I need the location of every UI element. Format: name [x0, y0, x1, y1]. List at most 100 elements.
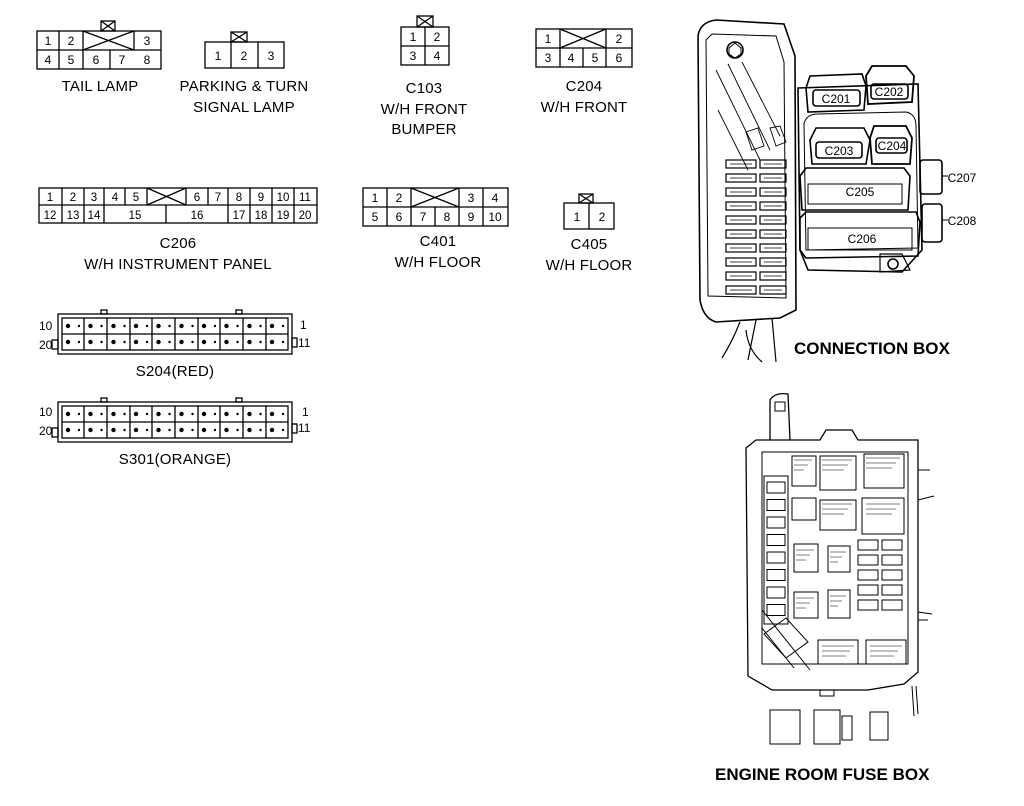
caption-line: C206	[159, 235, 197, 252]
pin-dot	[179, 339, 184, 345]
pin-label: 6	[194, 192, 200, 204]
mini-fuse	[766, 586, 786, 599]
pin-label: 8	[144, 53, 151, 67]
pin-label: 1	[372, 191, 379, 205]
c401-connector	[362, 187, 509, 227]
fuse-slot	[725, 201, 757, 211]
pin-label: 10	[39, 319, 53, 333]
fuse-slot	[759, 271, 787, 281]
mini-fuse	[857, 569, 879, 581]
pin-dot	[123, 428, 126, 432]
c103-connector	[400, 15, 450, 66]
s301-caption: S301(ORANGE)	[100, 450, 250, 471]
pin-label: 1	[302, 405, 309, 419]
pin-dot	[77, 412, 81, 416]
mini-fuse	[766, 534, 786, 546]
parking-turn-connector	[204, 31, 285, 69]
fuse-slot	[725, 257, 757, 267]
pin-label: 1	[47, 192, 53, 204]
pin-label: 8	[444, 210, 451, 224]
pin-dot	[65, 323, 71, 329]
pin-label: 10	[488, 210, 502, 224]
pin-dot	[201, 411, 207, 417]
caption-line: W/H FLOOR	[394, 253, 482, 271]
pin-label: 1	[300, 318, 307, 332]
pin-dot	[179, 323, 184, 329]
pin-dot	[133, 339, 139, 345]
mini-fuse	[766, 551, 786, 564]
pin-dot	[224, 427, 229, 433]
pin-dot	[100, 412, 103, 416]
fuse-slot	[725, 159, 757, 169]
s204-pin-dots	[65, 323, 285, 345]
mini-fuse	[857, 584, 879, 596]
pin-label: 1	[215, 49, 222, 63]
caption-line: SIGNAL LAMP	[193, 98, 295, 116]
pin-label: 5	[372, 210, 379, 224]
pin-dot	[213, 428, 217, 432]
pin-dot	[168, 340, 171, 344]
engine-room-fuse-box-title: ENGINE ROOM FUSE BOX	[715, 765, 930, 784]
pin-dot	[201, 323, 207, 329]
pin-dot	[224, 411, 229, 417]
pin-label: 10	[39, 405, 53, 419]
pin-label: 2	[599, 210, 606, 224]
pin-label: 5	[68, 53, 75, 67]
pin-label: 7	[215, 192, 221, 204]
connector-label-c208: C208	[948, 214, 977, 228]
pin-label: 4	[568, 51, 575, 65]
mini-fuse	[857, 554, 879, 566]
fuse-slot	[759, 173, 787, 183]
mini-fuse	[766, 499, 786, 511]
c206-caption: C206 W/H INSTRUMENT PANEL	[58, 234, 298, 275]
pin-dot	[201, 427, 207, 433]
pin-dot	[123, 340, 126, 344]
pin-dot	[111, 427, 116, 433]
pin-dot	[111, 411, 116, 417]
pin-label: 11	[299, 192, 311, 204]
fuse-slot	[759, 215, 787, 225]
caption-line: C405	[570, 236, 608, 253]
pin-dot	[224, 323, 229, 329]
pin-dot	[191, 412, 194, 416]
c405-connector	[563, 193, 615, 230]
mini-fuse	[881, 569, 903, 581]
pin-dot	[281, 412, 285, 416]
pin-dot	[259, 340, 262, 344]
pin-label: 7	[119, 53, 126, 67]
pin-dot	[247, 427, 252, 433]
caption-line: S301(ORANGE)	[118, 451, 232, 468]
pin-dot	[236, 340, 239, 344]
pin-dot	[259, 412, 262, 416]
fuse-slot	[725, 215, 757, 225]
pin-label: 2	[68, 34, 75, 48]
pin-dot	[247, 323, 252, 329]
pin-label: 4	[492, 191, 499, 205]
caption-line: BUMPER	[391, 121, 457, 139]
tail-lamp-caption: TAIL LAMP	[50, 77, 150, 98]
pin-dot	[247, 411, 252, 417]
locking-tab-icon	[578, 193, 594, 204]
pin-label: 4	[45, 53, 52, 67]
pin-label: 14	[88, 210, 101, 222]
pin-label: 3	[468, 191, 475, 205]
pin-label: 5	[133, 192, 139, 204]
pin-dot	[156, 411, 161, 417]
pin-label: 2	[434, 30, 441, 44]
caption-line: W/H FRONT	[380, 100, 468, 118]
pin-dot	[77, 428, 81, 432]
pin-dot	[156, 339, 161, 345]
pin-dot	[269, 339, 275, 345]
pin-label: 2	[396, 191, 403, 205]
s301-connector	[51, 397, 298, 443]
pin-dot	[100, 340, 103, 344]
pin-label: 3	[410, 49, 417, 63]
pin-label: 5	[592, 51, 599, 65]
pin-label: 11	[298, 421, 311, 435]
fuse-slots	[725, 159, 787, 295]
pin-dot	[281, 340, 285, 344]
pin-label: 1	[574, 210, 581, 224]
mini-fuse	[881, 584, 903, 596]
s301-pin-dots	[65, 411, 285, 433]
locking-tab-icon	[100, 20, 116, 32]
